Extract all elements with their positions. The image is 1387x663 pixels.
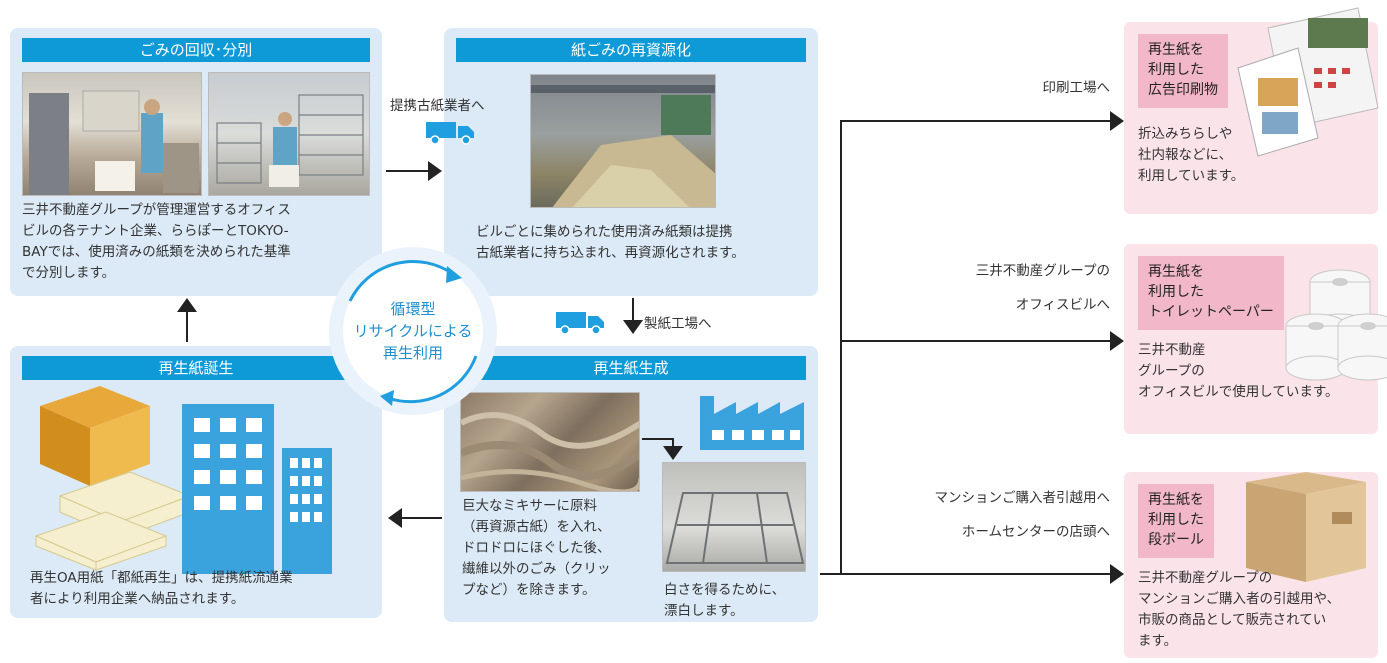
to-dealer-label: 提携古紙業者へ <box>390 98 485 114</box>
branch-tissue-arrow <box>1110 331 1124 351</box>
branch-print-arrow <box>1110 111 1124 131</box>
cycle-ring <box>329 247 497 415</box>
mixer-text: 巨大なミキサーに原料 （再資源古紙）を入れ、 ドロドロにほぐした後、 繊維以外の… <box>462 498 611 598</box>
branch-print-line <box>840 120 1112 122</box>
warehouse-sorting-photo <box>208 72 370 196</box>
recycling-title: 紙ごみの再資源化 <box>456 38 806 62</box>
distribution-trunk <box>820 573 842 575</box>
to-mill-label: 製紙工場へ <box>644 316 712 332</box>
bleach-tank-photo <box>662 462 806 572</box>
collection-to-recycling-line <box>386 170 430 172</box>
to-homecenter-label: ホームセンターの店頭へ <box>961 524 1110 540</box>
factory-icon <box>700 396 804 450</box>
truck-icon <box>426 122 474 145</box>
cardboard-illustration <box>1246 472 1366 582</box>
truck-icon-2 <box>556 312 604 335</box>
birth-title: 再生紙誕生 <box>22 356 370 380</box>
collection-to-recycling-arrow <box>428 161 442 181</box>
output-toilet-head: 再生紙を 利用した トイレットペーパー <box>1138 256 1284 330</box>
recycling-to-production-line <box>632 298 634 322</box>
output-cardboard-text: 三井不動産グループの マンションご購入者の引越用や、 市販の商品として販売されて… <box>1138 570 1341 649</box>
paper-pile-photo <box>530 74 716 208</box>
to-office-label: 三井不動産グループの オフィスビルへ <box>975 263 1110 313</box>
birth-to-collection-arrow <box>177 298 197 312</box>
collection-text: 三井不動産グループが管理運営するオフィス ビルの各テナント企業、ららぽーとTOK… <box>22 202 291 281</box>
output-printed-matter: 再生紙を 利用した 広告印刷物 折込みちらしや 社内報などに、 利用しています。 <box>1124 7 1379 214</box>
mixer-pulp-photo <box>460 392 640 492</box>
mixer-to-bleach-line <box>642 438 674 440</box>
collection-title: ごみの回収･分別 <box>22 38 370 62</box>
recycling-panel: 紙ごみの再資源化 ビルごとに集められた使用済み紙類は提携 古紙業者に持ち込まれ、… <box>444 28 818 296</box>
toilet-paper-illustration <box>1285 269 1387 381</box>
birth-to-collection-line <box>186 312 188 342</box>
branch-tissue-line <box>840 340 1112 342</box>
printed-matter-illustration <box>1237 7 1379 157</box>
recycling-to-production-arrow <box>623 320 643 334</box>
output-printed-text: 折込みちらしや 社内報などに、 利用しています。 <box>1138 126 1245 184</box>
paper-boxes-illustration <box>34 386 192 571</box>
output-toilet-text: 三井不動産 グループの オフィスビルで使用しています。 <box>1138 342 1339 400</box>
branch-cardboard-line <box>840 573 1112 575</box>
production-title: 再生紙生成 <box>456 356 806 380</box>
output-cardboard: 再生紙を 利用した 段ボール 三井不動産グループの マンションご購入者の引越用や… <box>1124 472 1378 658</box>
production-to-birth-line <box>402 517 442 519</box>
mixer-to-bleach-line-v <box>672 438 674 448</box>
distribution-spine <box>840 120 842 575</box>
birth-text: 再生OA用紙「都紙再生」は、提携紙流通業 者により利用企業へ納品されます。 <box>30 570 293 607</box>
branch-cardboard-arrow <box>1110 564 1124 584</box>
output-cardboard-head: 再生紙を 利用した 段ボール <box>1138 484 1214 558</box>
production-to-birth-arrow <box>388 508 402 528</box>
to-mansion-label: マンションご購入者引越用へ <box>934 490 1111 506</box>
to-printer-label: 印刷工場へ <box>1042 80 1111 96</box>
cycle-label: 循環型 リサイクルによる 再生利用 <box>353 300 473 362</box>
bleach-text: 白さを得るために、 漂白します。 <box>664 582 786 619</box>
output-printed-head: 再生紙を 利用した 広告印刷物 <box>1138 34 1228 108</box>
birth-panel: 再生紙誕生 再生OA用紙「都紙再生」は、提携紙流通業 者により利用 <box>10 346 382 618</box>
collection-panel: ごみの回収･分別 三井不動産グループが管理運営するオフィス ビルの各テナント企業… <box>10 28 382 296</box>
office-sorting-photo <box>22 72 202 196</box>
output-toilet-paper: 再生紙を 利用した トイレットペーパー 三井不動産 グループの オフィスビルで使… <box>1124 244 1387 434</box>
office-building-icon <box>182 404 332 574</box>
recycling-text: ビルごとに集められた使用済み紙類は提携 古紙業者に持ち込まれ、再資源化されます。 <box>476 224 745 261</box>
mixer-to-bleach-arrow <box>663 446 683 460</box>
production-panel: 再生紙生成 巨大なミキサーに原料 （再資源古紙）を入れ、 ドロドロにほぐした後、… <box>444 346 818 622</box>
